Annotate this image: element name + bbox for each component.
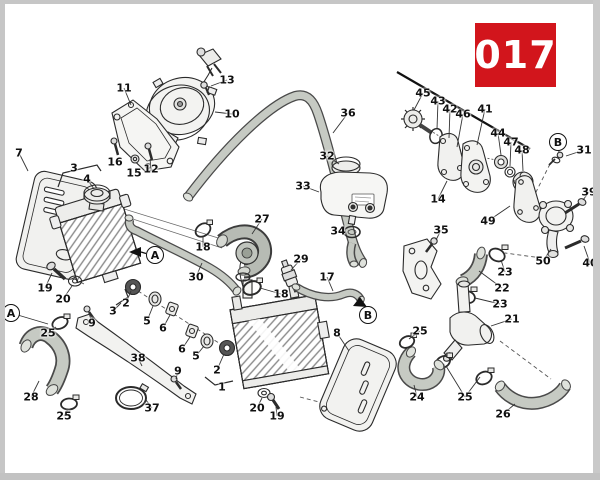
mounting-strap <box>75 305 197 410</box>
table-number-badge: 017 <box>474 23 556 87</box>
view-arrows <box>129 247 367 307</box>
expansion-tank <box>319 156 388 268</box>
page-border-top <box>0 0 600 4</box>
hose-28 <box>18 313 80 411</box>
thermostat-and-hoses <box>397 244 571 410</box>
main-radiator <box>204 257 330 390</box>
page-border-left <box>0 0 5 480</box>
arrow-a-icon <box>129 247 141 257</box>
radiator-grille-cover <box>319 338 397 432</box>
page-border-bottom <box>0 473 600 480</box>
engine-bracket <box>402 237 442 300</box>
arrow-b-icon <box>353 297 367 307</box>
small-fasteners <box>46 261 281 410</box>
water-pump-exploded <box>396 71 590 259</box>
cooling-fan-assembly <box>110 47 222 172</box>
page-border-right <box>593 0 600 480</box>
